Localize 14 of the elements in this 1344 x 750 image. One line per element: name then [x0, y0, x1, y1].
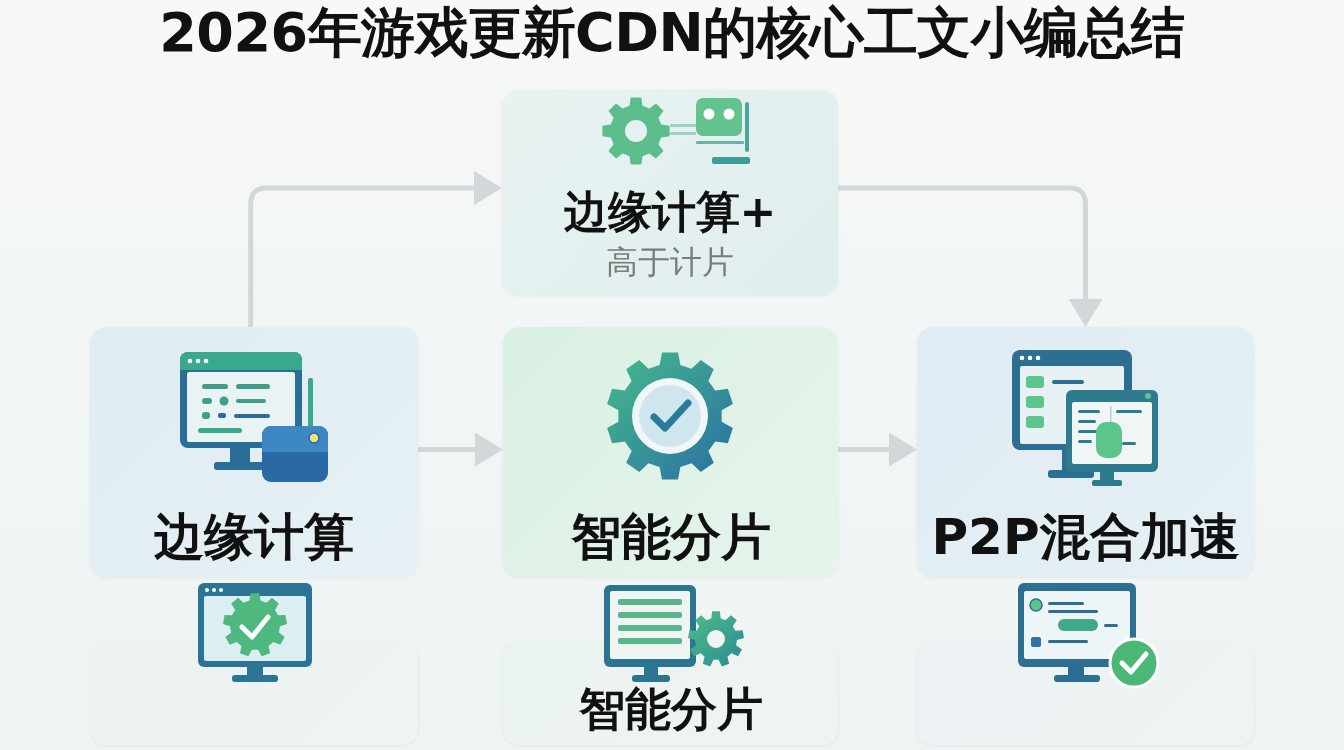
arrow — [838, 432, 917, 467]
arrow — [418, 432, 503, 467]
arrow — [248, 171, 502, 327]
node-label: 智能分片 — [578, 681, 763, 737]
process-box — [503, 640, 838, 745]
node-label: P2P混合加速 — [931, 507, 1240, 567]
node-label: 边缘计算 — [154, 507, 354, 567]
node-label: 智能分片 — [570, 507, 771, 567]
node-label: 边缘计算+ — [563, 185, 777, 239]
diagram-title: 2026年游戏更新CDN的核心工文小编总结 — [159, 2, 1185, 65]
empty-box — [90, 640, 418, 745]
node-sublabel: 高于计片 — [606, 242, 734, 281]
process-box — [502, 90, 838, 295]
arrow — [838, 185, 1103, 327]
